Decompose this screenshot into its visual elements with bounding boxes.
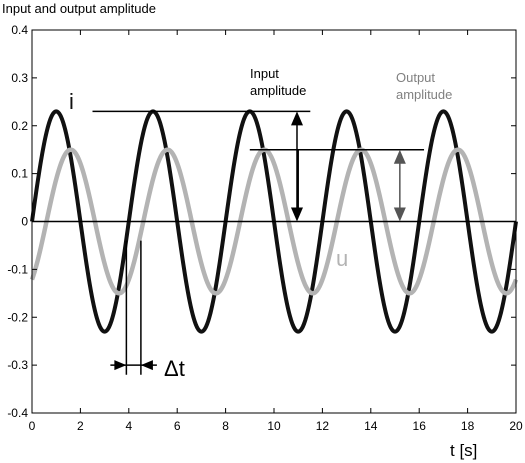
y-tick-label: 0.4 [11,23,28,37]
output-amplitude-label-line2: amplitude [396,87,452,102]
delta-t-arrow-left [114,360,127,371]
y-tick-label: -0.2 [7,310,28,324]
series-label-i: i [69,89,74,114]
output-amplitude-arrow-head-down [393,207,406,222]
x-tick-label: 12 [316,419,330,433]
delta-t-arrow-right [140,360,153,371]
series-line-u [29,147,519,296]
input-amplitude-label-line1: Input [250,66,279,81]
x-tick-label: 2 [77,419,84,433]
input-amplitude-arrow-head-down [290,207,303,222]
x-tick-label: 18 [461,419,475,433]
y-tick-label: -0.4 [7,406,28,420]
x-tick-label: 20 [509,419,523,433]
x-axis-label: t [s] [450,441,477,460]
series-label-u: u [336,246,348,271]
axis-layer: 0 2 4 6 8 10 12 14 16 18 20 0.4 0.3 0.2 0.1 0 -0.1 -0.2 -0… [7,23,523,433]
x-tick-label: 8 [222,419,229,433]
x-tick-label: 14 [364,419,378,433]
y-tick-label: 0.3 [11,71,28,85]
y-tick-label: -0.1 [7,262,28,276]
input-amplitude-label-line2: amplitude [250,83,306,98]
delta-t-label: Δt [164,356,185,381]
output-amplitude-arrow-head-up [393,149,406,164]
y-tick-label: -0.3 [7,358,28,372]
x-tick-label: 16 [413,419,427,433]
x-tick-label: 10 [267,419,281,433]
y-tick-label: 0.2 [11,119,28,133]
y-tick-label: 0.1 [11,167,28,181]
x-tick-label: 4 [125,419,132,433]
annotation-layer: Input amplitude Output amplitude i u Δt [69,66,452,381]
y-tick-label: 0 [21,215,28,229]
input-amplitude-arrow-head-up [290,111,303,126]
x-tick-label: 6 [174,419,181,433]
x-tick-label: 0 [29,419,36,433]
output-amplitude-label-line1: Output [396,70,435,85]
chart-title: Input and output amplitude [2,1,156,16]
